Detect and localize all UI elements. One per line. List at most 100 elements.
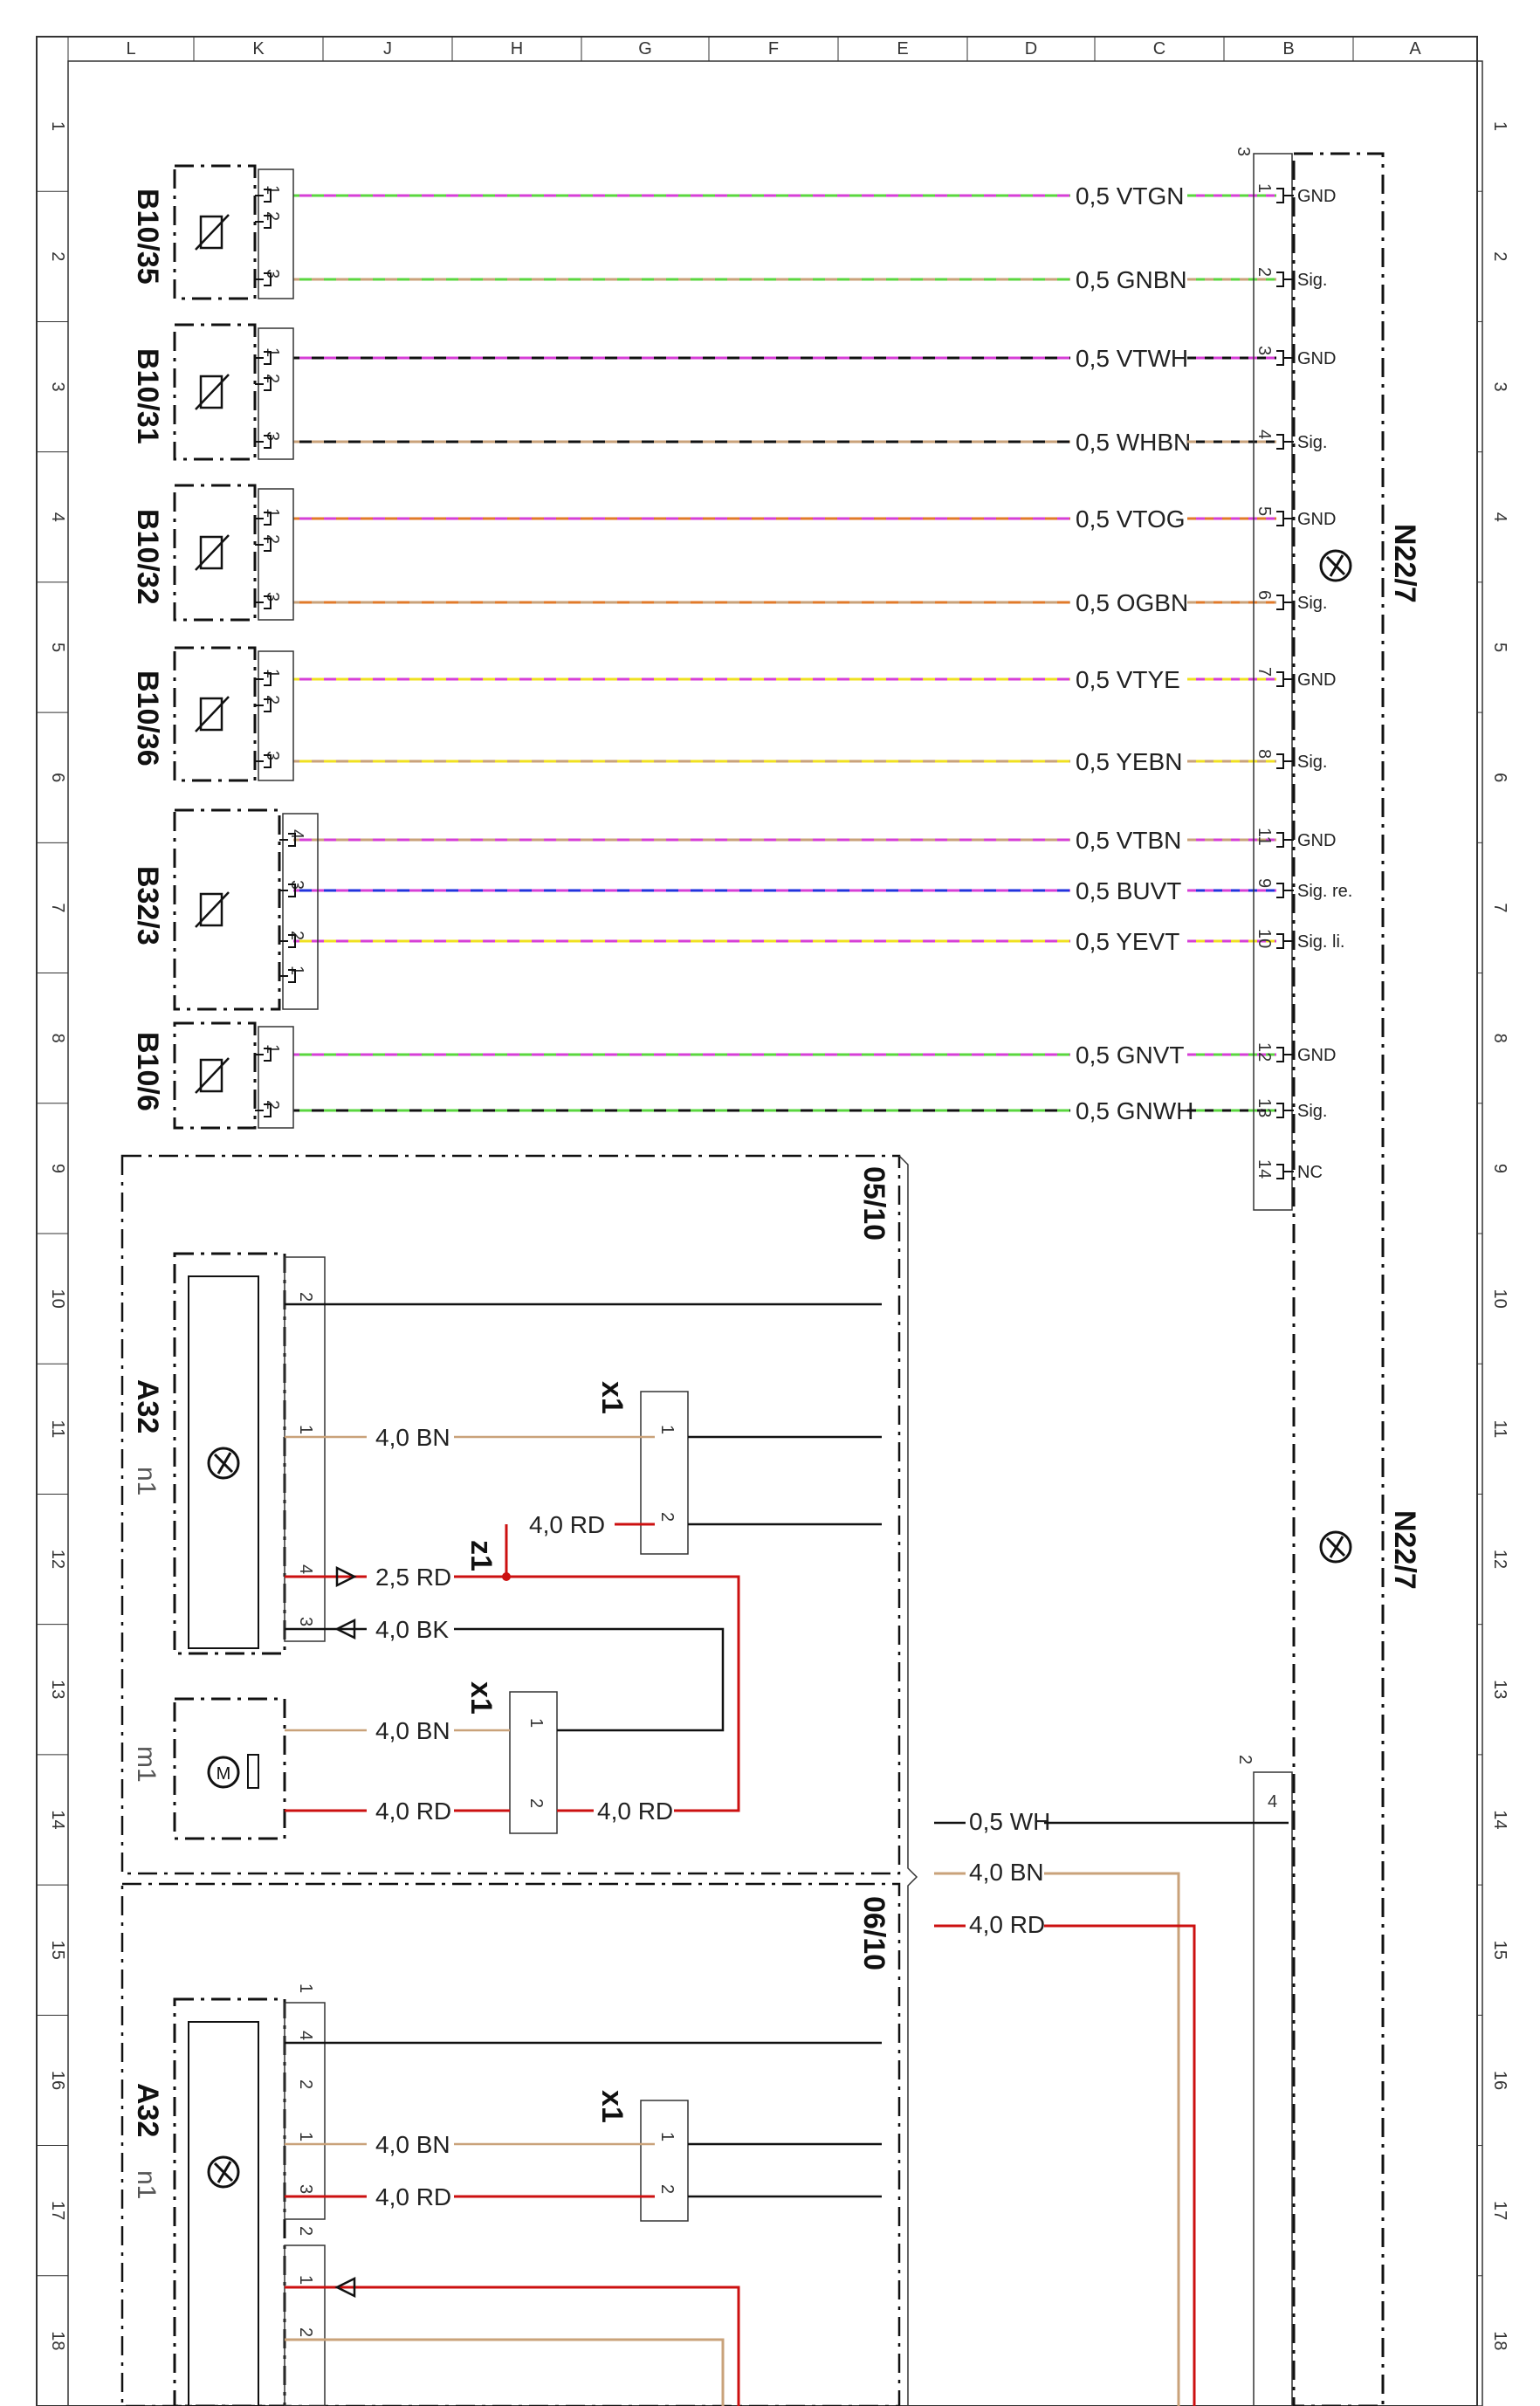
sensor-label: B10/6 — [131, 1032, 164, 1111]
wire-label: 0,5 WHBN — [1076, 429, 1191, 456]
grid-letter: E — [897, 39, 908, 58]
x1-label: x1 — [464, 1681, 498, 1715]
sensor-pin-number: 2 — [263, 211, 282, 221]
a32-pin-number: 4 — [296, 1564, 315, 1574]
grid-letter: A — [1409, 39, 1421, 58]
n22-7-pin-signal: Sig. — [1297, 1102, 1327, 1121]
grid-letter: J — [383, 39, 392, 58]
sensor-icon — [199, 892, 223, 927]
wire-label: 2,5 RD — [375, 1564, 451, 1591]
wire-label: 0,5 VTYE — [1076, 666, 1180, 693]
grid-number: 6 — [48, 773, 67, 782]
wire-label: 4,0 BK — [375, 1616, 449, 1643]
sensor-label: B10/31 — [131, 348, 164, 444]
grid-number: 9 — [1490, 1164, 1509, 1173]
grid-number: 8 — [1490, 1034, 1509, 1043]
grid-number: 17 — [48, 2201, 67, 2220]
a32-pin-number: 2 — [296, 2226, 315, 2236]
a32-pin-number: 2 — [296, 2327, 315, 2337]
sensor-icon — [199, 697, 223, 732]
grid-number: 4 — [48, 512, 67, 522]
sensor-label: B10/32 — [131, 509, 164, 605]
grid-number: 7 — [1490, 903, 1509, 912]
grid-number: 1 — [1490, 121, 1509, 131]
n22-7-pin-number: 10 — [1255, 929, 1274, 948]
grid-number: 5 — [48, 643, 67, 652]
a32-pin-number: 1 — [296, 1983, 315, 1993]
grid-letter: F — [768, 39, 779, 58]
ref-06-10: 06/10 — [857, 1896, 890, 1970]
grid-number: 15 — [48, 1941, 67, 1960]
x1-pin-number: 1 — [657, 1425, 677, 1434]
x1-label: x1 — [595, 2090, 629, 2123]
a32-pin-number: 1 — [296, 1425, 315, 1434]
grid-letters: L K J H G F E D C B A — [67, 37, 1421, 61]
sensor-label: B32/3 — [131, 866, 164, 945]
grid-number: 13 — [1490, 1680, 1509, 1699]
n22-7-label-top: N22/7 — [1388, 524, 1421, 603]
n1-label: n1 — [132, 1467, 161, 1495]
wire-label: 4,0 RD — [597, 1798, 673, 1825]
n22-7-pin-number: 6 — [1255, 590, 1274, 600]
n22-7-pin-number: 4 — [1255, 430, 1274, 439]
grid-number: 6 — [1490, 773, 1509, 782]
wire-label: 0,5 GNBN — [1076, 266, 1187, 293]
grid-number: 7 — [48, 903, 67, 912]
sensor-label: B10/36 — [131, 670, 164, 766]
n22-7-pin-signal: GND — [1297, 670, 1336, 690]
svg-text:M: M — [217, 1764, 231, 1784]
n22-7-pin-number: 2 — [1255, 267, 1274, 277]
grid-letter: G — [638, 39, 652, 58]
grid-letter: D — [1025, 39, 1037, 58]
grid-number: 8 — [48, 1034, 67, 1043]
sensor-pin-number: 3 — [263, 592, 282, 602]
wire-label: 0,5 WH — [969, 1808, 1050, 1835]
n22-7-pin-number: 11 — [1255, 828, 1274, 846]
wire-label: 0,5 GNVT — [1076, 1041, 1184, 1069]
sensor-pin-number: 1 — [263, 185, 282, 195]
n22-7-pin-number: 12 — [1255, 1042, 1274, 1062]
transistor-icon — [1319, 1530, 1352, 1564]
wire-label: 4,0 BN — [375, 1717, 450, 1744]
transistor-icon — [1319, 549, 1352, 582]
transistor-icon — [207, 1447, 240, 1480]
sensor-pin-number: 1 — [263, 508, 282, 518]
sensor-pin-number: 1 — [263, 347, 282, 357]
sensor-icon — [199, 375, 223, 409]
n22-7-pin-signal: GND — [1297, 349, 1336, 368]
x1-pin-number: 2 — [657, 2184, 677, 2194]
grid-number: 11 — [48, 1420, 67, 1438]
x1-pin-number: 1 — [657, 2132, 677, 2141]
a32-pin-number: 2 — [296, 1292, 315, 1302]
sensor-pin-number: 2 — [287, 931, 306, 940]
grid-number: 10 — [48, 1289, 67, 1308]
grid-number: 2 — [1490, 251, 1509, 261]
grid-number: 18 — [48, 2331, 67, 2350]
grid-number: 15 — [1490, 1941, 1509, 1960]
grid-letter: C — [1153, 39, 1165, 58]
n22-7-pin-signal: NC — [1297, 1163, 1323, 1182]
grid-number: 14 — [1490, 1810, 1509, 1829]
grid-number: 14 — [48, 1810, 67, 1829]
n22-7-pin-signal: GND — [1297, 187, 1336, 206]
sensor-pin-number: 1 — [287, 966, 306, 975]
wire-label: 0,5 VTOG — [1076, 505, 1186, 533]
wire-label: 4,0 RD — [969, 1911, 1045, 1938]
wire-label: 4,0 BN — [969, 1859, 1044, 1886]
wire-label: 0,5 BUVT — [1076, 877, 1181, 904]
grid-number: 17 — [1490, 2201, 1509, 2220]
x1-pin-number: 2 — [526, 1798, 546, 1808]
n22-7-pin-number: 3 — [1255, 346, 1274, 355]
wire-label: 0,5 VTGN — [1076, 182, 1184, 210]
x1-label: x1 — [595, 1381, 629, 1414]
n22-7-pin-signal: GND — [1297, 831, 1336, 850]
a32-label: A32 — [131, 1379, 164, 1433]
a32-pin-number: 2 — [296, 2079, 315, 2089]
grid-number: 18 — [1490, 2331, 1509, 2350]
grid-number: 13 — [48, 1680, 67, 1699]
n22-7-pin-signal: Sig. li. — [1297, 932, 1344, 952]
